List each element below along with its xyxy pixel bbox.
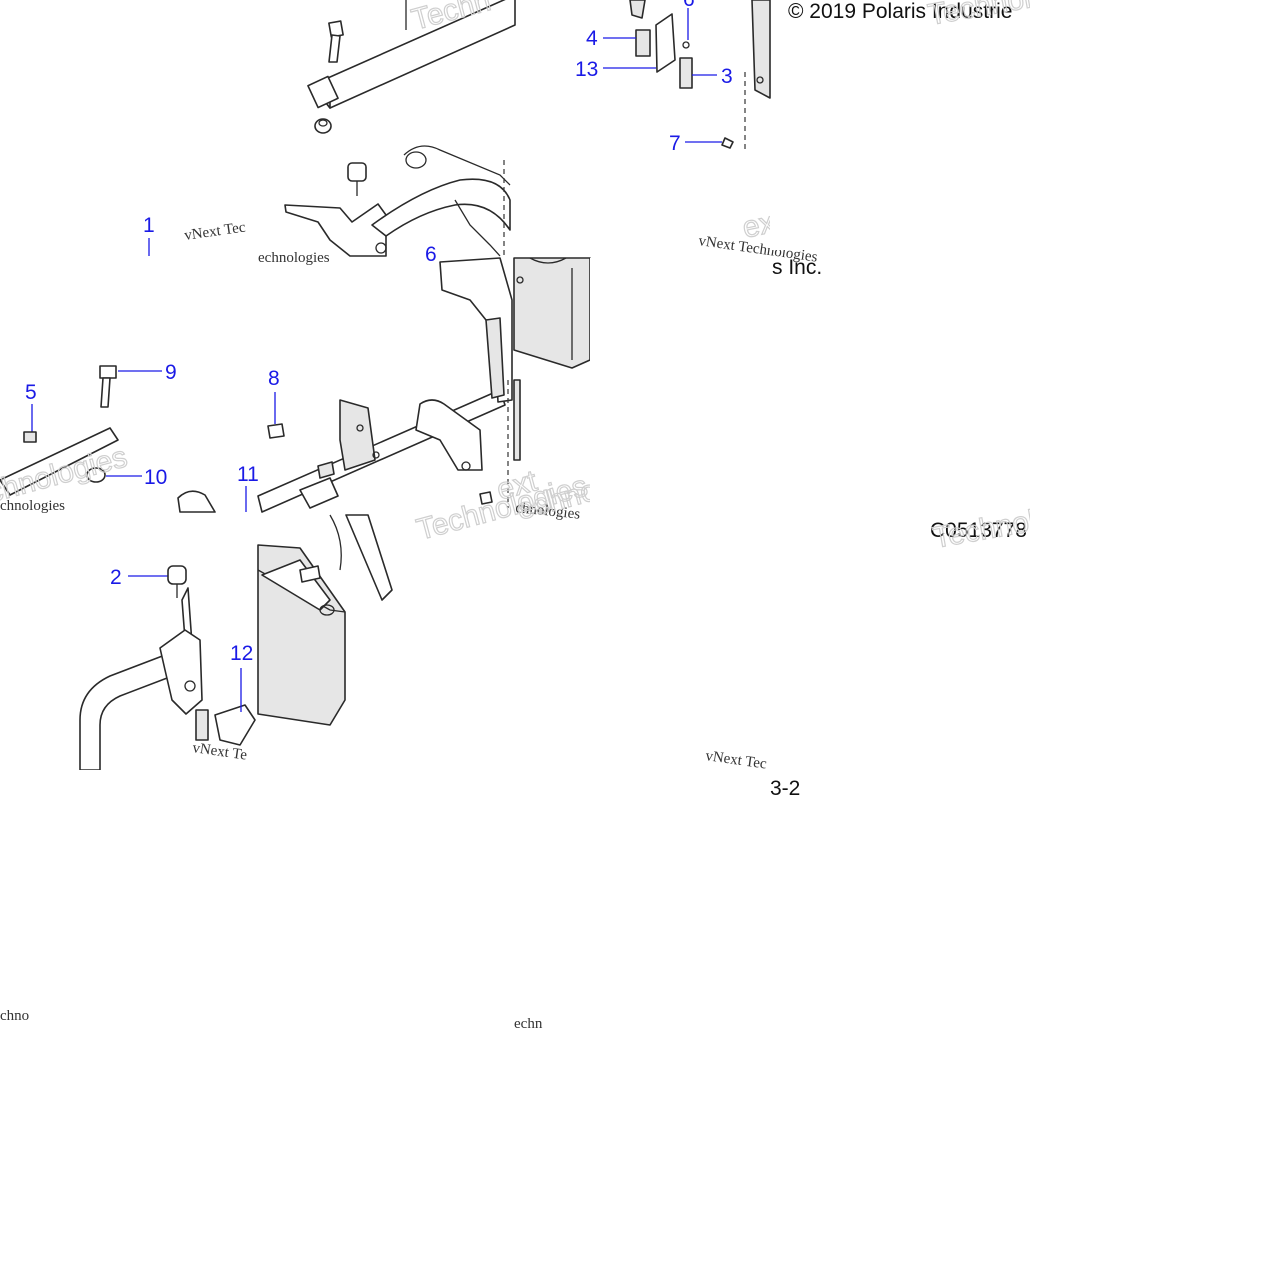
- tile-bottom-left: 2 12 vNext Te: [79, 565, 256, 771]
- callout-7: 7: [669, 132, 722, 155]
- callout-4-label: 4: [586, 27, 598, 50]
- figure-id-text: C0513778: [930, 519, 1027, 542]
- square-tube-part: [307, 0, 516, 109]
- callout-5: 5: [25, 381, 37, 432]
- nut-part: [314, 118, 332, 134]
- clip-part: [23, 431, 37, 443]
- callout-1-label: 1: [143, 214, 155, 237]
- callout-1: 1: [143, 214, 155, 256]
- callout-11: 11: [237, 463, 259, 512]
- callout-8: 8: [268, 367, 280, 424]
- callout-9: 9: [118, 361, 177, 384]
- copyright-text: © 2019 Polaris Industrie: [788, 0, 1012, 23]
- tile-bottom-center: [257, 514, 393, 726]
- nut-10-part: [86, 467, 106, 483]
- tile-middle-left: 9 5 10 chnologies chnologies: [0, 361, 216, 514]
- watermark-text: echnologies: [258, 250, 330, 266]
- watermark-text: vNext Tec: [704, 748, 768, 772]
- callout-6-top: 6: [683, 0, 695, 40]
- knob-part: [347, 162, 367, 196]
- bolt-part: [328, 20, 344, 63]
- knob-2-part: [167, 565, 187, 598]
- bolt-9-part: [99, 365, 117, 408]
- callout-5-label: 5: [25, 381, 37, 404]
- page-fragment-text: 3-2: [770, 777, 800, 800]
- tube-part: [0, 427, 119, 496]
- electrical-box-part: [513, 257, 591, 369]
- callout-4: 4: [586, 27, 636, 50]
- callout-2: 2: [110, 566, 168, 589]
- watermark-text: chnologies: [515, 500, 581, 523]
- frame-edge-part: [751, 0, 771, 99]
- callout-9-label: 9: [165, 361, 177, 384]
- callout-6-mid: 6: [425, 243, 437, 266]
- callout-3-label: 3: [721, 65, 733, 88]
- callout-12-label: 12: [230, 642, 253, 665]
- callout-7-label: 7: [669, 132, 681, 155]
- callout-13: 13: [575, 58, 656, 81]
- hoop-tube-part: [79, 629, 203, 771]
- watermark-text: chno: [0, 1008, 29, 1024]
- tile-fragments-lower: chno echn: [0, 1008, 543, 1032]
- tile-top-right: 4 13 3 6 7 Techn: [408, 0, 771, 155]
- cross-tube-part: [257, 389, 506, 513]
- callout-13-label: 13: [575, 58, 598, 81]
- callout-11-label: 11: [237, 463, 259, 486]
- watermark-text: chnologies: [0, 498, 65, 514]
- watermark-text: echn: [514, 1016, 543, 1032]
- watermark-text: vNext Tec: [183, 220, 247, 244]
- callout-10-label: 10: [144, 466, 167, 489]
- plate-part: [629, 0, 734, 149]
- bolt-8-part: [267, 423, 285, 439]
- callout-6-mid-label: 6: [425, 243, 437, 266]
- copyright-tail-text: s Inc.: [772, 256, 822, 279]
- callout-2-label: 2: [110, 566, 122, 589]
- callout-12: 12: [230, 642, 253, 712]
- callout-3: 3: [692, 65, 733, 88]
- upright-support-part: [439, 257, 513, 508]
- watermark-text: vNext Te: [191, 740, 248, 764]
- tile-top-left: 1 vNext Tec echnologies: [143, 0, 516, 266]
- frame-assembly-part: [284, 145, 511, 257]
- callout-8-label: 8: [268, 367, 280, 390]
- callout-10: 10: [106, 466, 167, 489]
- callout-6-top-label: 6: [683, 0, 695, 11]
- tile-bottom-right: vNext Tec 3-2: [704, 748, 800, 800]
